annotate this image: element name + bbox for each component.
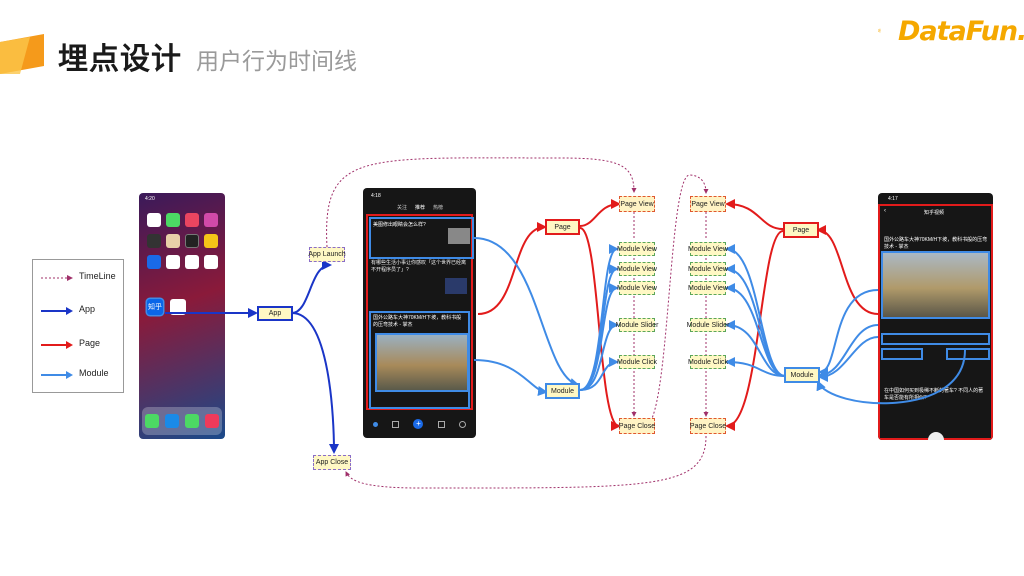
app-flow-lines (165, 260, 339, 454)
video-page-frame: 知乎视频 ‹ 国外公路车大神70KM/H下坡，教科书般的压弯技术 - 掌杰 在中… (878, 204, 993, 440)
col2-page-view: Page View (690, 196, 726, 212)
app-icon[interactable] (204, 255, 218, 269)
zhihu-app-icon[interactable]: 知乎 (147, 299, 163, 315)
module-flow-lines (473, 237, 966, 405)
page-arrow-icon (41, 341, 73, 349)
legend-item-app: App (39, 303, 121, 319)
module-node-right: Module (784, 367, 820, 383)
legend: TimeLine App Page Module (32, 259, 124, 393)
video-title: 国外公路车大神70KM/H下坡，教科书般的压弯技术 - 掌杰 (884, 237, 988, 250)
feed-thumb-image (445, 278, 467, 294)
legend-item-timeline: TimeLine (39, 270, 121, 286)
app-launch-node: App Launch (308, 247, 346, 262)
col1-page-close: Page Close (619, 418, 655, 434)
music-app-icon[interactable] (205, 414, 219, 428)
col1-module-slider: Module Slider (616, 318, 658, 332)
video-thumbnail[interactable] (375, 333, 469, 392)
profile-tab-icon[interactable] (458, 420, 466, 428)
col2-module-view-3: Module View (688, 281, 728, 295)
app-icon[interactable] (204, 213, 218, 227)
feed-tabs: 关注 推荐 热榜 (397, 204, 443, 211)
col1-page-view: Page View (619, 196, 655, 212)
add-post-icon[interactable]: + (413, 419, 424, 429)
app-icon[interactable] (185, 255, 199, 269)
feed-list: 美图修出眼睛会怎么样? 有哪些生活小事让你感叹「这个世界已经离不开程序员了」? … (366, 214, 474, 410)
slide-accent-shape (0, 34, 44, 74)
home-tab-icon[interactable] (373, 421, 379, 427)
status-time: 4:18 (371, 193, 381, 199)
app-arrow-icon (41, 307, 73, 315)
page-title: 埋点设计 (58, 43, 182, 76)
col1-module-view-2: Module View (617, 262, 657, 276)
action-bar (881, 348, 990, 360)
safari-app-icon[interactable] (165, 414, 179, 428)
tab-recommend[interactable]: 推荐 (415, 205, 426, 211)
legend-item-page: Page (39, 337, 121, 353)
back-arrow-icon[interactable]: ‹ (884, 208, 886, 214)
feed-card-video[interactable]: 国外公路车大神70KM/H下坡，教科书般的压弯技术 - 掌杰 (369, 311, 470, 409)
timeline-line-icon (41, 275, 73, 281)
app-icon[interactable] (166, 234, 180, 248)
video-header: 知乎视频 (924, 210, 945, 216)
members-tab-icon[interactable] (392, 420, 400, 428)
feed-thumb-image (448, 228, 470, 244)
col1-module-click: Module Click (617, 355, 657, 369)
messages-app-icon[interactable] (185, 414, 199, 428)
messages-tab-icon[interactable] (437, 420, 445, 428)
app-icon[interactable] (185, 213, 199, 227)
col2-module-slider: Module Slider (687, 318, 729, 332)
col2-module-view-1: Module View (688, 242, 728, 256)
phone-feed-screen: 4:18 关注 推荐 热榜 美图修出眼睛会怎么样? 有哪些生活小事让你感叹「这个… (363, 188, 476, 438)
tab-follow[interactable]: 关注 (397, 205, 408, 211)
app-grid (147, 213, 219, 269)
col1-module-view-3: Module View (617, 281, 657, 295)
brand-name: DataFun. (898, 16, 1024, 47)
phone-app-icon[interactable] (145, 414, 159, 428)
col2-module-click: Module Click (688, 355, 728, 369)
module-arrow-icon (41, 371, 73, 379)
status-time: 4:20 (145, 196, 155, 202)
app-icon[interactable] (166, 213, 180, 227)
status-time: 4:17 (888, 196, 898, 202)
video-player[interactable] (881, 251, 990, 319)
dock (142, 407, 222, 435)
play-button-icon[interactable] (928, 432, 944, 440)
phone-home-screen: 4:20 知乎 (139, 193, 225, 439)
module-node-left: Module (545, 383, 580, 399)
app-icon[interactable] (147, 255, 161, 269)
app-icon[interactable] (166, 255, 180, 269)
comment-bar[interactable] (881, 333, 990, 345)
app-icon[interactable] (204, 234, 218, 248)
datafun-logo-icon (878, 28, 881, 33)
bottom-tab-bar: + (366, 414, 473, 434)
app-icon[interactable] (147, 234, 161, 248)
app-node: App (257, 306, 293, 321)
timeline-dashed-lines (326, 157, 709, 489)
app-close-node: App Close (313, 455, 351, 470)
app-icon[interactable] (147, 213, 161, 227)
app-icon[interactable] (185, 234, 199, 248)
feed-card-1[interactable]: 美图修出眼睛会怎么样? (369, 217, 474, 259)
tab-hot[interactable]: 热榜 (433, 205, 444, 211)
col2-module-view-2: Module View (688, 262, 728, 276)
feed-card-2[interactable]: 有哪些生活小事让你感叹「这个世界已经离不开程序员了」? (371, 260, 469, 304)
other-app-icon[interactable] (170, 299, 186, 315)
like-share-buttons[interactable] (946, 348, 990, 360)
follow-button[interactable] (881, 348, 923, 360)
page-node-left: Page (545, 219, 580, 235)
page-subtitle: 用户行为时间线 (196, 48, 357, 74)
phone-video-screen: 4:17 知乎视频 ‹ 国外公路车大神70KM/H下坡，教科书般的压弯技术 - … (878, 193, 993, 440)
col2-page-close: Page Close (690, 418, 726, 434)
page-node-right: Page (783, 222, 819, 238)
col1-module-view-1: Module View (617, 242, 657, 256)
legend-item-module: Module (39, 367, 121, 383)
related-question: 在中国如何买到极稀不断的著车? 不同人的著车是否能有所相似? (884, 388, 984, 401)
